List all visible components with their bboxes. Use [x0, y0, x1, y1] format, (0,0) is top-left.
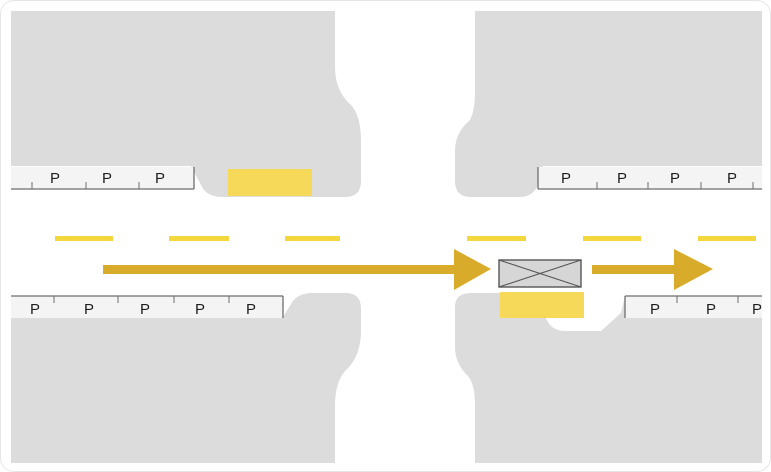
parking-strip-top-left: P P P: [11, 167, 195, 190]
parking-sign-p: P: [706, 301, 716, 318]
loading-zone-top: [228, 169, 312, 196]
lane-dash: [467, 236, 526, 241]
parking-sign-p: P: [30, 301, 40, 318]
parking-sign-p: P: [670, 170, 680, 187]
parking-sign-p: P: [195, 301, 205, 318]
parking-sign-p: P: [617, 170, 627, 187]
lane-dash: [169, 236, 229, 241]
parking-sign-p: P: [155, 170, 165, 187]
parking-strip-bg: [11, 167, 194, 189]
parking-sign-p: P: [50, 170, 60, 187]
lane-dash: [698, 236, 756, 241]
block-top-left: [11, 11, 361, 197]
parking-sign-p: P: [140, 301, 150, 318]
parking-sign-p: P: [84, 301, 94, 318]
parking-strip-bg: [625, 296, 762, 318]
stopped-vehicle-icon: [498, 259, 582, 288]
parking-strip-bg: [538, 167, 762, 189]
parking-strip-top-right: P P P P: [537, 167, 762, 190]
lane-dash: [583, 236, 641, 241]
lane-dash: [55, 236, 113, 241]
parking-sign-p: P: [650, 301, 660, 318]
arrow-right-icon: [103, 249, 491, 290]
arrow-head: [454, 249, 491, 290]
arrow-head: [674, 249, 713, 290]
parking-sign-p: P: [102, 170, 112, 187]
loading-zone-bottom: [500, 292, 584, 318]
block-bottom-right: [455, 293, 762, 463]
parking-sign-p: P: [246, 301, 256, 318]
arrow-right-icon: [592, 249, 713, 290]
lane-dash: [285, 236, 340, 241]
parking-strip-bg: [11, 296, 283, 318]
lane-markings: [55, 236, 756, 241]
vehicle-cross: [498, 259, 582, 288]
arrow-shaft: [103, 265, 459, 274]
block-bottom-left: [11, 293, 361, 463]
parking-sign-p: P: [561, 170, 571, 187]
parking-sign-p: P: [752, 301, 762, 318]
parking-strip-bottom-right: P P P: [624, 295, 762, 318]
city-blocks: [11, 11, 762, 463]
block-top-right: [455, 11, 762, 197]
arrow-shaft: [592, 265, 678, 274]
parking-strips: P P P P P P P: [11, 167, 762, 318]
parking-sign-p: P: [727, 170, 737, 187]
parking-strip-bottom-left: P P P P P: [11, 295, 284, 318]
